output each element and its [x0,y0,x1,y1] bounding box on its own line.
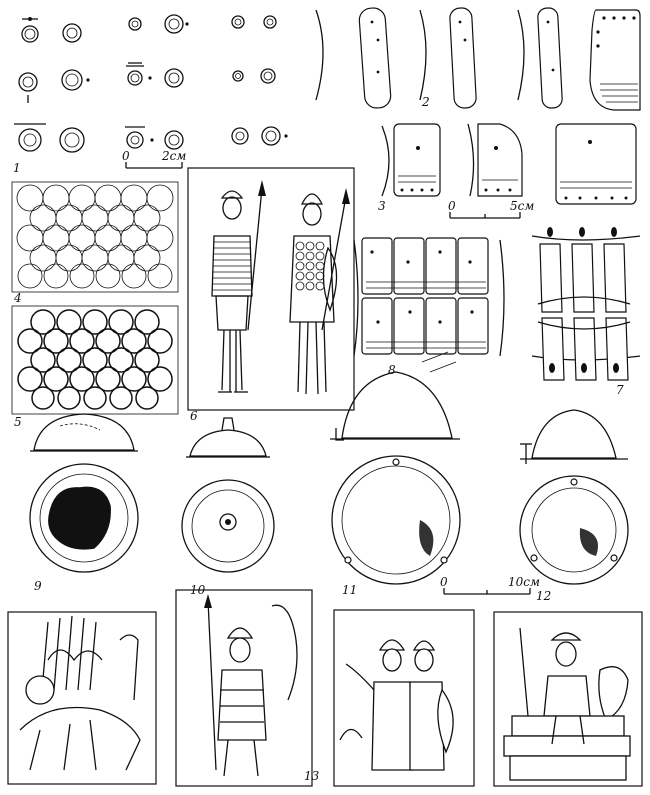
ring [59,127,85,153]
scale-bar-helmets: 0 10см [440,575,540,595]
scale-end-plates: 5см [510,199,534,213]
miniature-spearman [175,589,313,787]
scale-zero-rings: 0 [122,149,130,163]
figure-number-12: 12 [536,589,551,603]
ring [125,126,154,149]
helmet-12: 12 [519,409,629,603]
figure-number-3: 3 [378,199,386,213]
scale-end-helmets: 10см [508,575,540,589]
laced-lamellae-7: 7 [531,227,641,397]
miniature-two-warriors [333,609,475,787]
plates-group: 3 0 5см [378,123,637,219]
figure-number-6: 6 [190,409,198,423]
warrior-left [211,180,266,393]
figure-number-11: 11 [342,583,357,597]
warrior-right [289,188,350,395]
figure-number-8: 8 [388,363,396,377]
scale-end-rings: 2см [161,149,186,163]
scale-bar-rings: 0 2см [122,149,186,169]
figure-number-2: 2 [421,95,430,109]
ring [263,15,277,29]
miniature-seated-figure [493,611,643,787]
figure-number-5: 5 [14,415,22,429]
figure-number-7: 7 [616,383,624,397]
figure-number-1: 1 [13,161,21,175]
rings-group: 1 0 2см [13,14,288,175]
chainmail-5: 5 [11,305,179,429]
ring [231,15,245,29]
helmet-10: 10 [181,417,275,597]
warriors-drawing: 6 [187,167,355,423]
scale-zero-helmets: 0 [440,575,448,589]
ring [164,130,184,150]
ring [128,17,142,31]
ring [231,127,249,145]
ring [164,14,189,34]
figure-number-4: 4 [13,291,22,305]
ring [14,123,46,152]
chainmail-4: 4 [11,181,179,305]
ring [261,126,288,146]
helmet-11: 11 [330,371,461,597]
scale-bar-plates: 0 5см [448,199,534,219]
figure-number-9: 9 [34,579,42,593]
ring [21,17,39,43]
ring [62,23,82,43]
ring [126,62,152,86]
ring [260,68,276,84]
scale-zero-plates: 0 [448,199,456,213]
ring [61,69,90,91]
ring [164,68,184,88]
ring [18,72,38,103]
lamellae-group: 2 [315,7,641,111]
helmet-9: 9 [29,413,139,593]
figure-number-13: 13 [304,769,320,783]
plate-assembly-8: 8 [353,237,505,377]
ring [232,70,244,82]
miniature-cavalry [7,611,157,785]
